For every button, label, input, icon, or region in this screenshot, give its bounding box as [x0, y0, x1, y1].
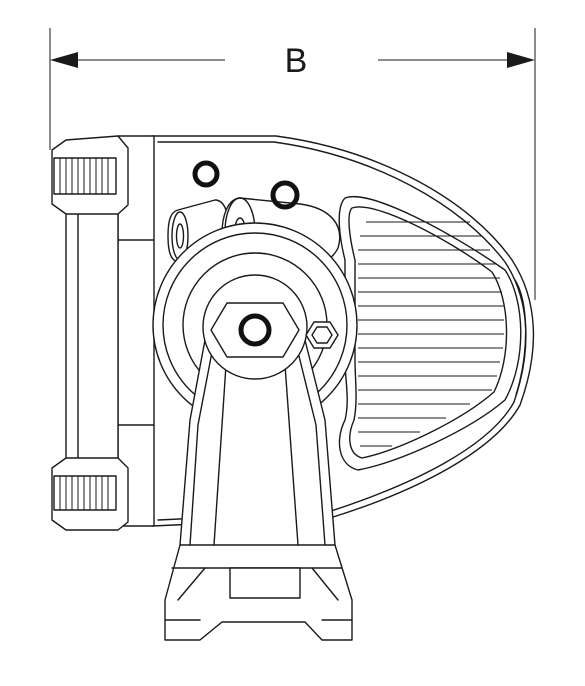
mount-frame-bar — [65, 209, 119, 461]
small-hex-screw-outer — [305, 321, 339, 349]
bottom-clamp-knurling — [59, 476, 109, 510]
mount-frame — [65, 209, 119, 461]
pivot-bolt-hex — [210, 302, 300, 358]
bottom-clamp-knurl-band — [53, 475, 117, 511]
top-clamp — [51, 135, 129, 215]
bottom-clamp — [51, 457, 129, 531]
top-clamp-knurl-band — [53, 157, 117, 195]
pivot-bolt-hole — [238, 313, 272, 347]
bracket-foot-chamfers — [177, 567, 339, 601]
bracket-leg-body — [164, 339, 353, 641]
dimension-b: B — [49, 28, 536, 300]
reference-point — [270, 180, 300, 210]
arrowhead-left — [50, 52, 78, 68]
grille-lines — [358, 221, 504, 447]
lens-bezel-curve — [514, 279, 527, 396]
bracket-leg-edge-left — [189, 351, 213, 546]
small-hex-screw — [305, 321, 339, 349]
lens-assembly — [338, 196, 527, 471]
bracket-leg — [164, 339, 353, 641]
arrowhead-right — [507, 52, 535, 68]
small-hex-screw-inner — [311, 326, 333, 344]
reference-points — [192, 160, 300, 210]
bracket-leg-ribs — [213, 364, 299, 546]
lens-inner — [348, 206, 508, 459]
pivot-bolt — [202, 274, 308, 380]
boss-small-hole — [175, 223, 185, 249]
dimension-label: B — [285, 42, 308, 80]
reference-point — [192, 160, 220, 188]
lens-grille — [358, 221, 504, 447]
top-clamp-knurling — [59, 158, 109, 194]
bracket-foot-block — [229, 567, 301, 599]
